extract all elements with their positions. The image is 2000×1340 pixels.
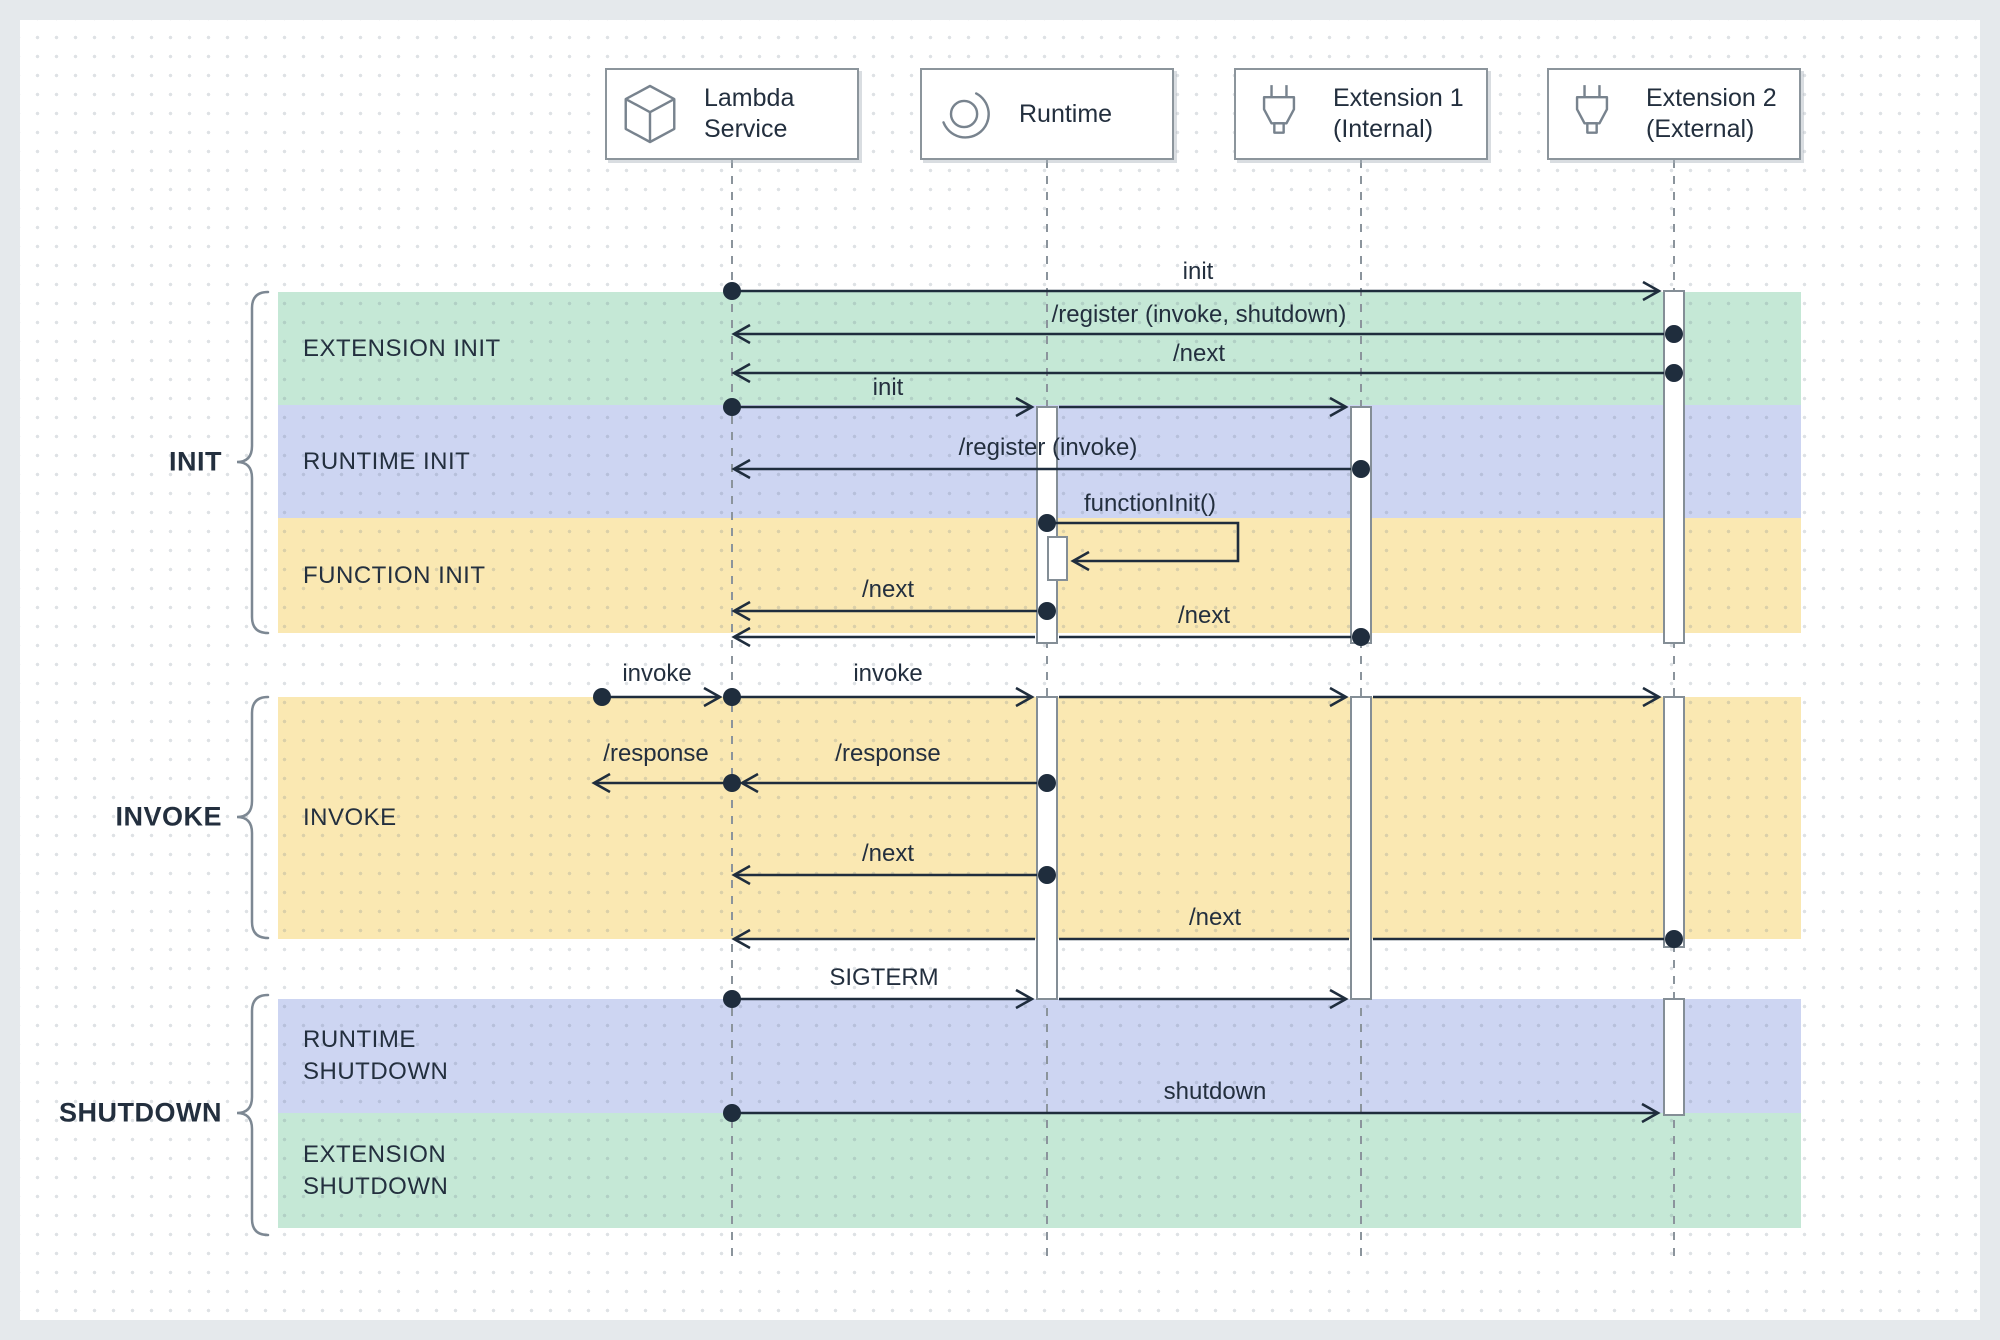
plug-icon bbox=[1564, 82, 1620, 146]
band-label-extension-shutdown: EXTENSION SHUTDOWN bbox=[303, 1140, 449, 1200]
band-label-extension-init: EXTENSION INIT bbox=[303, 334, 501, 362]
group-label-init: INIT bbox=[169, 446, 222, 477]
brace-shutdown bbox=[236, 993, 270, 1237]
message-origin-dot-next-extension-2 bbox=[1665, 364, 1683, 382]
message-origin-dot-next-runtime-2 bbox=[1038, 866, 1056, 884]
message-origin-dot-sigterm bbox=[723, 990, 741, 1008]
message-origin-dot-next-extension-2b bbox=[1665, 930, 1683, 948]
actor-label-line1: Lambda bbox=[704, 84, 795, 112]
message-label-function-init-call: functionInit() bbox=[1084, 490, 1216, 517]
band-label-invoke: INVOKE bbox=[303, 804, 397, 831]
brace-invoke bbox=[236, 695, 270, 940]
message-label-response-runtime: /response bbox=[835, 740, 940, 767]
brace-init bbox=[236, 290, 270, 635]
activation-bar-extension-1 bbox=[1350, 406, 1372, 644]
message-label-init-runtime: init bbox=[873, 374, 904, 401]
message-origin-dot-response-out bbox=[723, 774, 741, 792]
activation-bar-runtime bbox=[1036, 696, 1058, 1000]
message-label-next-extension-1: /next bbox=[1178, 602, 1230, 629]
activation-bar-extension-1 bbox=[1350, 696, 1372, 1000]
actor-label: Extension 1 (Internal) bbox=[1333, 83, 1464, 145]
message-origin-dot-init-extension bbox=[723, 282, 741, 300]
nested-activation-function-init-call bbox=[1047, 536, 1068, 581]
message-origin-dot-response-runtime bbox=[1038, 774, 1056, 792]
actor-box-extension-1: Extension 1 (Internal) bbox=[1234, 68, 1488, 160]
actor-label-line2: (Internal) bbox=[1333, 115, 1434, 143]
actor-label: Lambda Service bbox=[704, 83, 794, 145]
message-origin-dot-next-runtime-1 bbox=[1038, 602, 1056, 620]
message-origin-dot-invoke-broadcast bbox=[723, 688, 741, 706]
message-label-next-runtime-1: /next bbox=[862, 576, 914, 603]
band-label-runtime-shutdown: RUNTIME SHUTDOWN bbox=[303, 1026, 449, 1085]
band-label-function-init: FUNCTION INIT bbox=[303, 561, 486, 589]
activation-bar-extension-2 bbox=[1663, 696, 1685, 948]
message-origin-dot-function-init-call bbox=[1038, 514, 1056, 532]
message-label-register-extension-2: /register (invoke, shutdown) bbox=[1052, 301, 1347, 328]
message-origin-dot-register-extension-1 bbox=[1352, 460, 1370, 478]
actor-label-line1: Extension 1 bbox=[1333, 84, 1464, 112]
band-extension-shutdown: EXTENSION SHUTDOWN bbox=[278, 1113, 1801, 1228]
actor-label: Extension 2 (External) bbox=[1646, 83, 1777, 145]
message-label-response-out: /response bbox=[603, 740, 708, 767]
message-label-invoke-broadcast: invoke bbox=[853, 660, 922, 687]
message-label-next-runtime-2: /next bbox=[862, 840, 914, 867]
band-runtime-shutdown: RUNTIME SHUTDOWN bbox=[278, 999, 1801, 1113]
group-label-shutdown: SHUTDOWN bbox=[59, 1097, 222, 1128]
message-origin-dot-register-extension-2 bbox=[1665, 325, 1683, 343]
group-label-invoke: INVOKE bbox=[115, 801, 222, 832]
actor-box-extension-2: Extension 2 (External) bbox=[1547, 68, 1801, 160]
activation-bar-extension-2 bbox=[1663, 998, 1685, 1116]
message-label-register-extension-1: /register (invoke) bbox=[959, 434, 1138, 461]
band-extension-init: EXTENSION INIT bbox=[278, 292, 1801, 405]
message-label-sigterm: SIGTERM bbox=[829, 964, 938, 991]
actor-label-line2: Service bbox=[704, 115, 788, 143]
message-label-next-extension-2b: /next bbox=[1189, 904, 1241, 931]
actor-label: Runtime bbox=[1019, 99, 1112, 130]
actor-box-runtime: Runtime bbox=[920, 68, 1174, 160]
actor-label-line1: Extension 2 bbox=[1646, 84, 1777, 112]
message-origin-dot-init-runtime bbox=[723, 398, 741, 416]
activation-bar-extension-2 bbox=[1663, 290, 1685, 644]
actor-label-line2: (External) bbox=[1646, 115, 1755, 143]
message-line-function-init-call bbox=[1047, 521, 1240, 572]
actor-label-line1: Runtime bbox=[1019, 99, 1113, 128]
message-label-init-extension: init bbox=[1183, 258, 1214, 285]
band-label-runtime-init: RUNTIME INIT bbox=[303, 447, 471, 475]
message-origin-dot-shutdown bbox=[723, 1104, 741, 1122]
runtime-cycle-icon bbox=[937, 82, 993, 146]
message-label-invoke-in: invoke bbox=[622, 660, 691, 687]
actor-box-lambda-service: Lambda Service bbox=[605, 68, 859, 160]
message-label-shutdown: shutdown bbox=[1164, 1078, 1267, 1105]
message-origin-dot-invoke-in bbox=[593, 688, 611, 706]
plug-icon bbox=[1251, 82, 1307, 146]
message-origin-dot-next-extension-1 bbox=[1352, 628, 1370, 646]
message-label-next-extension-2: /next bbox=[1173, 340, 1225, 367]
lambda-cube-icon bbox=[622, 82, 678, 146]
